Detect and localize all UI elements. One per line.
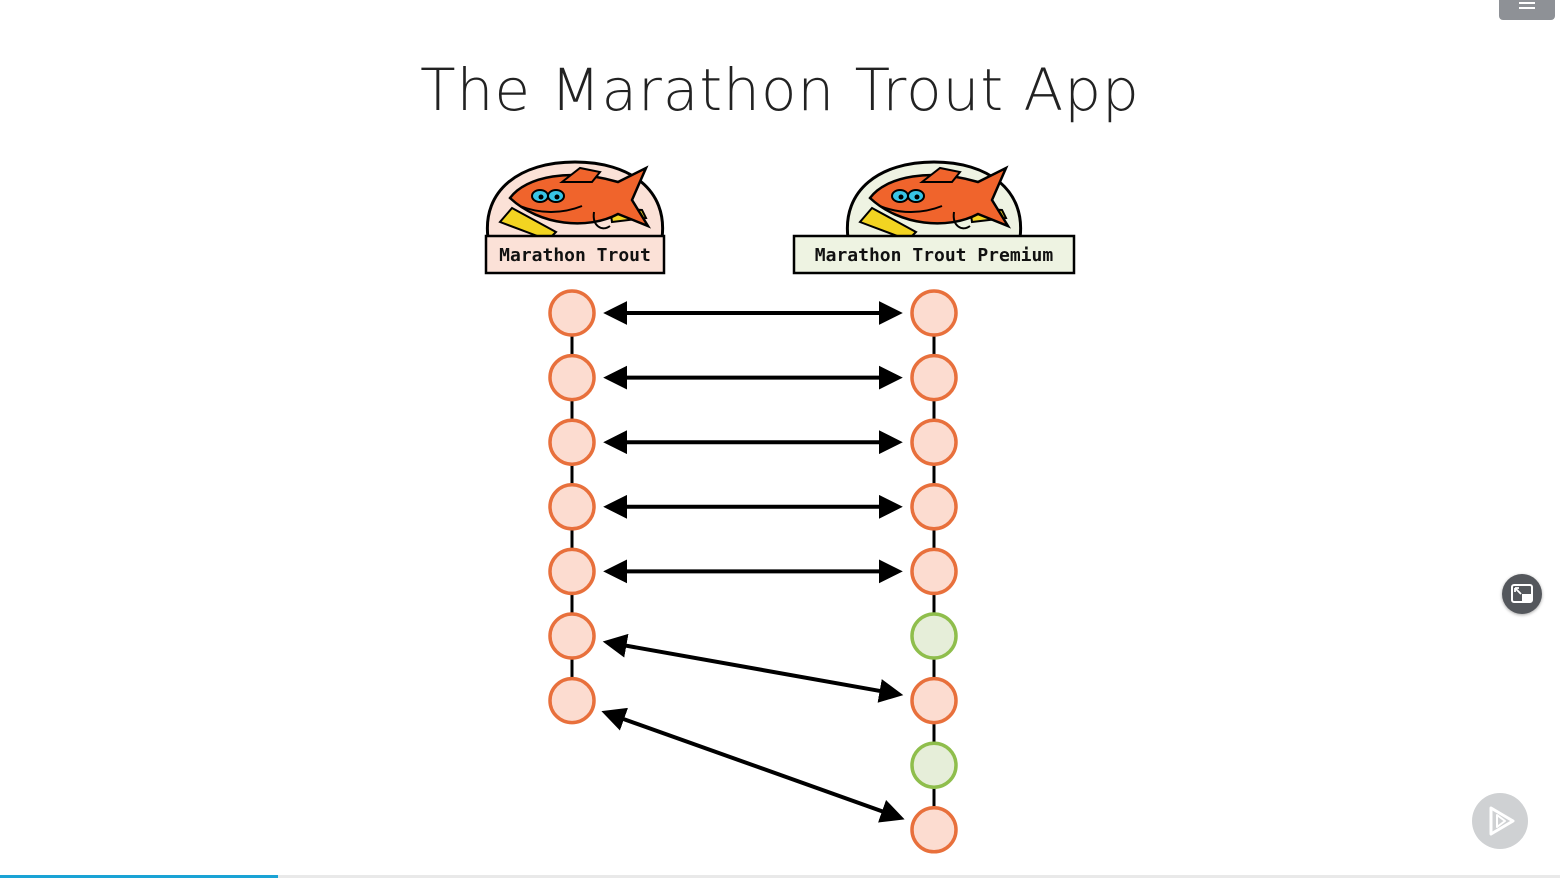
right-commit-node	[910, 289, 958, 337]
sync-arrows	[601, 301, 905, 823]
slide-title: The Marathon Trout App	[420, 56, 1140, 124]
right-commits	[910, 289, 958, 854]
left-commit-node	[548, 547, 596, 596]
sync-arrow	[602, 633, 904, 703]
playback-progress-bar[interactable]	[0, 875, 1560, 878]
marathon-trout-logo: Marathon Trout	[484, 160, 666, 275]
right-commit-node	[910, 806, 958, 854]
left-commit-node	[548, 353, 596, 402]
marathon-trout-premium-logo: Marathon Trout Premium	[792, 160, 1076, 275]
menu-button[interactable]	[1499, 0, 1555, 20]
logo-label-box-left	[484, 234, 666, 275]
sync-arrow	[601, 707, 905, 823]
app-label-left: Marathon Trout	[499, 245, 651, 266]
right-commit-node	[910, 483, 958, 531]
left-commit-node	[548, 676, 596, 725]
left-commit-node	[548, 483, 596, 531]
right-commit-node	[910, 547, 958, 596]
logo-label-box-right	[792, 234, 1076, 275]
right-commit-node-premium	[910, 612, 958, 660]
picture-in-picture-button[interactable]	[1502, 574, 1542, 614]
play-icon	[1489, 806, 1515, 836]
trout-fish-icon	[498, 165, 652, 242]
play-button[interactable]	[1472, 793, 1528, 849]
right-commit-node-premium	[910, 741, 958, 789]
right-commit-node	[910, 353, 958, 402]
trout-fish-icon	[858, 165, 1012, 242]
picture-in-picture-icon	[1511, 584, 1533, 603]
playback-progress-fill	[0, 875, 278, 878]
left-commit-node	[548, 612, 596, 660]
left-commit-node	[548, 289, 596, 337]
app-label-right: Marathon Trout Premium	[815, 245, 1054, 266]
left-commit-node	[548, 418, 596, 466]
right-commit-node	[910, 676, 958, 725]
left-commits	[548, 289, 596, 725]
right-commit-node	[910, 418, 958, 466]
